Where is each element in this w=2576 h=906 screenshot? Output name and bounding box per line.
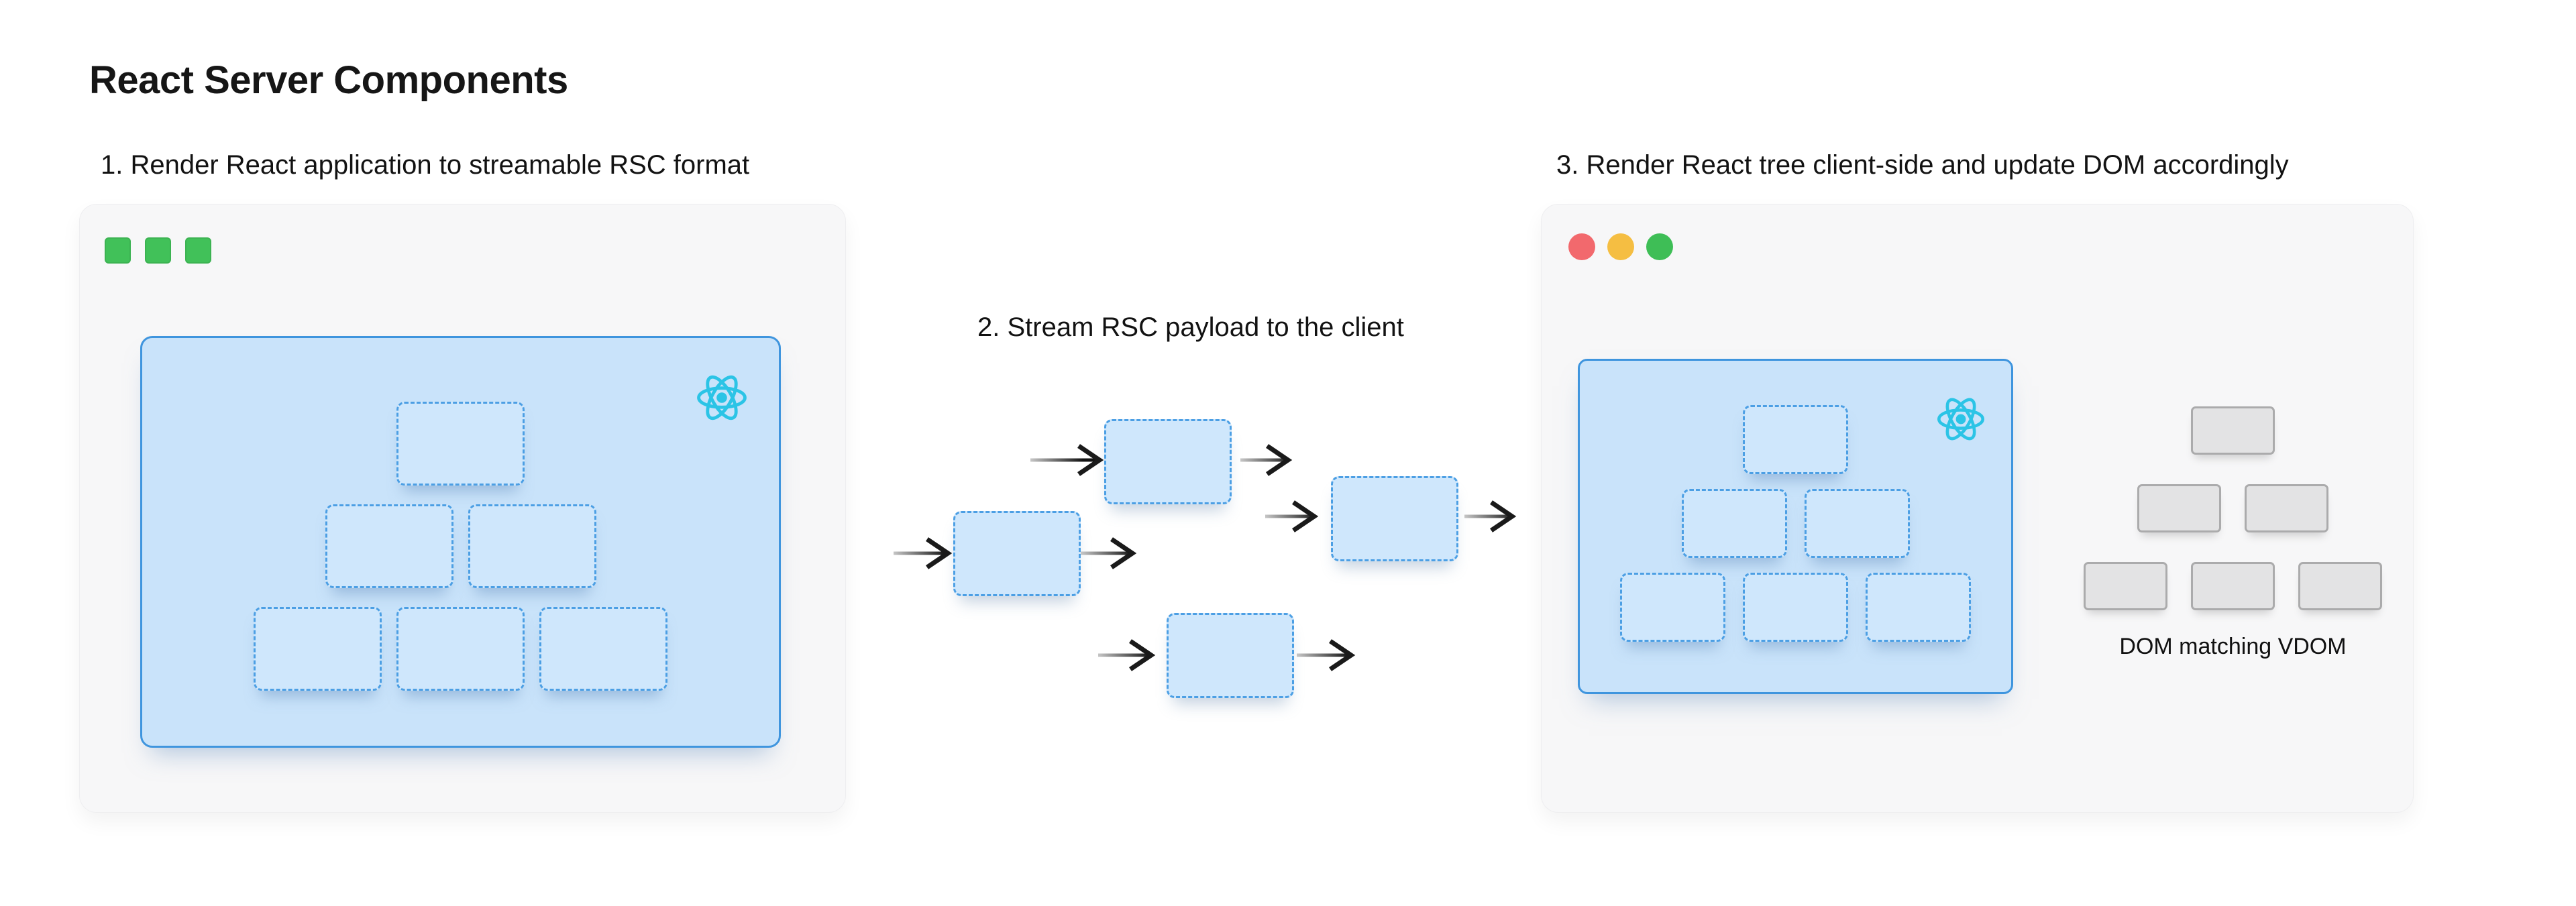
- dom-tree: [2082, 406, 2383, 610]
- traffic-light-green: [1646, 233, 1673, 260]
- browser-window-controls: [1568, 233, 1673, 260]
- browser-window: DOM matching VDOM: [1541, 204, 2414, 813]
- tree-row-1: [1743, 405, 1848, 474]
- page-title: React Server Components: [89, 58, 568, 102]
- component-box: [1681, 489, 1787, 558]
- react-logo-icon: [1936, 394, 1986, 444]
- component-box: [1804, 489, 1910, 558]
- traffic-light-yellow: [1607, 233, 1634, 260]
- dom-node-box: [2191, 406, 2275, 455]
- dom-node-box: [2245, 484, 2328, 532]
- component-box: [1743, 573, 1848, 642]
- dom-node-box: [2084, 562, 2167, 610]
- step-1-label: 1. Render React application to streamabl…: [101, 150, 750, 180]
- component-box: [396, 402, 525, 486]
- react-tree-container-server: [140, 336, 781, 748]
- dom-node-box: [2137, 484, 2221, 532]
- rsc-chunk-box: [1331, 476, 1458, 561]
- component-box: [539, 607, 667, 691]
- window-control-square: [145, 237, 171, 264]
- arrow-right-icon: [894, 537, 953, 569]
- dom-row-1: [2191, 406, 2275, 455]
- tree-row-2: [325, 504, 596, 588]
- step-2-label: 2. Stream RSC payload to the client: [977, 313, 1404, 342]
- dom-matching-vdom-label: DOM matching VDOM: [2119, 634, 2347, 659]
- component-box: [468, 504, 596, 588]
- tree-row-1: [396, 402, 525, 486]
- arrow-right-icon: [1265, 500, 1319, 532]
- dom-node-box: [2191, 562, 2275, 610]
- rsc-chunk-box: [1104, 419, 1232, 504]
- rsc-chunk-box: [1167, 613, 1294, 698]
- tree-row-2: [1681, 489, 1910, 558]
- arrow-right-icon: [1030, 444, 1104, 476]
- rsc-chunk-box: [953, 511, 1081, 596]
- step-3-label: 3. Render React tree client-side and upd…: [1556, 150, 2289, 180]
- component-box: [1620, 573, 1725, 642]
- dom-row-2: [2137, 484, 2328, 532]
- component-box: [1866, 573, 1971, 642]
- component-box: [1743, 405, 1848, 474]
- arrow-right-icon: [1081, 537, 1137, 569]
- component-box: [254, 607, 382, 691]
- react-tree-container-client: [1578, 359, 2013, 694]
- arrow-right-icon: [1098, 639, 1156, 671]
- arrow-right-icon: [1240, 444, 1293, 476]
- react-logo-icon: [696, 372, 748, 424]
- window-control-square: [105, 237, 131, 264]
- dom-node-box: [2298, 562, 2382, 610]
- tree-row-3: [254, 607, 667, 691]
- tree-row-3: [1620, 573, 1971, 642]
- arrow-right-icon: [1464, 500, 1517, 532]
- arrow-right-icon: [1297, 639, 1356, 671]
- server-window: [79, 204, 846, 813]
- component-box: [325, 504, 453, 588]
- traffic-light-red: [1568, 233, 1595, 260]
- window-control-square: [185, 237, 211, 264]
- component-box: [396, 607, 525, 691]
- dom-row-3: [2084, 562, 2382, 610]
- server-window-controls: [105, 237, 211, 264]
